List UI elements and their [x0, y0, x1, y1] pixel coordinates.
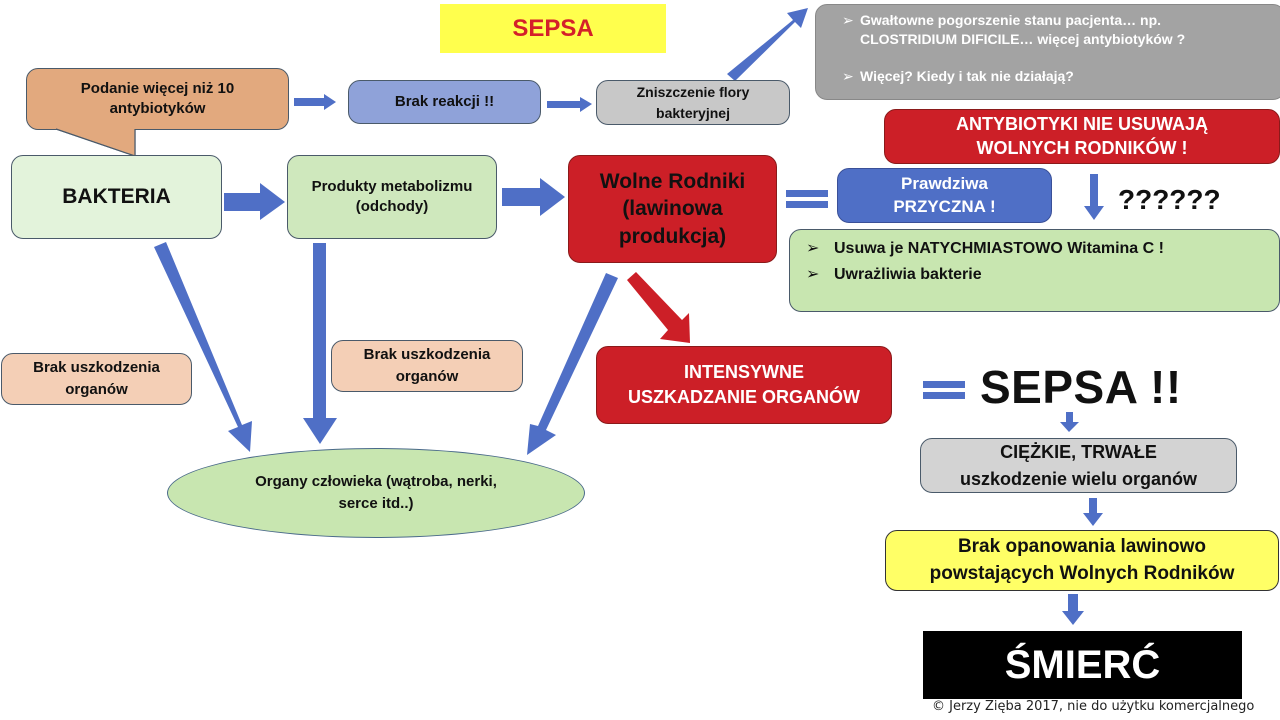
- list-item-text: CLOSTRIDIUM DIFICILE… więcej antybiotykó…: [860, 30, 1186, 47]
- node-bakteria: BAKTERIA: [11, 155, 222, 239]
- node-text: INTENSYWNE: [683, 361, 804, 382]
- arrow-down-to-green-list: [1084, 174, 1104, 220]
- list-item-text: Gwałtowne pogorszenie stanu pacjenta… np…: [860, 12, 1162, 28]
- arrow-ciezkie-to-brak-opanowania: [1083, 498, 1103, 526]
- node-text: bakteryjnej: [656, 104, 730, 121]
- node-text: (lawinowa: [622, 197, 723, 221]
- node-text: Prawdziwa: [901, 173, 988, 193]
- node-text: organów: [65, 381, 128, 398]
- node-text: WOLNYCH RODNIKÓW !: [976, 137, 1188, 158]
- arrow-bullet-icon: ➢: [806, 240, 820, 257]
- node-vitamin-c-list: ➢ Usuwa je NATYCHMIASTOWO Witamina C ! ➢…: [789, 229, 1280, 312]
- node-text: Wolne Rodniki: [599, 170, 746, 194]
- arrow-bullet-icon: ➢: [842, 12, 854, 28]
- node-intensywne-uszkadzanie: INTENSYWNE USZKADZANIE ORGANÓW: [596, 346, 892, 424]
- arrow-bakteria-to-organy: [154, 242, 252, 452]
- node-text: Organy człowieka (wątroba, nerki,: [255, 472, 497, 490]
- page-title: SEPSA: [440, 4, 666, 53]
- node-text: Brak reakcji !!: [394, 92, 495, 110]
- node-text: USZKADZANIE ORGANÓW: [628, 387, 860, 407]
- node-organy-czlowieka: Organy człowieka (wątroba, nerki, serce …: [167, 448, 585, 538]
- equals-sign-icon: [923, 381, 965, 399]
- node-antibiotics: Podanie więcej niż 10 antybiotyków: [26, 68, 289, 130]
- node-text: Produkty metabolizmu: [311, 177, 473, 195]
- list-item-text: Więcej? Kiedy i tak nie działają?: [860, 67, 1074, 84]
- arrow-bakteria-to-produkty: [224, 183, 285, 220]
- arrow-brak-opanowania-to-smierc: [1062, 594, 1084, 625]
- sepsa-heading: SEPSA !!: [980, 361, 1182, 413]
- arrow-produkty-to-wolne: [502, 178, 565, 216]
- node-text: Brak opanowania lawinowo: [957, 535, 1207, 557]
- node-ciezkie-uszkodzenie: CIĘŻKIE, TRWAŁE uszkodzenie wielu organó…: [920, 438, 1237, 493]
- node-brak-uszkodzenia-2: Brak uszkodzenia organów: [331, 340, 523, 392]
- node-text: (odchody): [355, 198, 429, 215]
- node-text: produkcja): [618, 224, 727, 248]
- node-text: ANTYBIOTYKI NIE USUWAJĄ: [955, 114, 1209, 135]
- arrow-produkty-to-organy: [303, 243, 337, 444]
- arrow-bullet-icon: ➢: [806, 265, 820, 283]
- question-marks: ??????: [1118, 184, 1221, 215]
- node-text: PRZYCZNA !: [893, 196, 996, 216]
- arrow-bullet-icon: ➢: [842, 67, 854, 84]
- node-text: CIĘŻKIE, TRWAŁE: [1000, 442, 1157, 463]
- node-text: powstających Wolnych Rodników: [929, 562, 1235, 584]
- node-brak-opanowania: Brak opanowania lawinowo powstających Wo…: [885, 530, 1279, 591]
- node-text: BAKTERIA: [62, 184, 171, 208]
- arrow-brak-reakcji-to-zniszczenie: [547, 97, 592, 112]
- callout-tail-cover: [56, 128, 136, 157]
- node-prawdziwa-przyczyna: Prawdziwa PRZYCZNA !: [837, 168, 1052, 223]
- node-antibiotics-warning: ANTYBIOTYKI NIE USUWAJĄ WOLNYCH RODNIKÓW…: [884, 109, 1280, 164]
- node-text: Podanie więcej niż 10: [80, 79, 235, 97]
- arrow-zniszczenie-to-gray-list: [727, 8, 808, 81]
- node-produkty-metabolizmu: Produkty metabolizmu (odchody): [287, 155, 497, 239]
- arrow-sepsa-to-ciezkie: [1060, 412, 1079, 432]
- node-text: Brak uszkodzenia: [33, 359, 160, 377]
- list-item-text: Usuwa je NATYCHMIASTOWO Witamina C !: [834, 240, 1164, 257]
- node-wolne-rodniki: Wolne Rodniki (lawinowa produkcja): [568, 155, 777, 263]
- node-brak-uszkodzenia-1: Brak uszkodzenia organów: [1, 353, 192, 405]
- node-text: serce itd..): [338, 495, 414, 512]
- node-text: organów: [395, 368, 459, 385]
- list-item-text: Uwrażliwia bakterie: [834, 265, 982, 283]
- node-text: Brak uszkodzenia: [363, 346, 491, 364]
- node-text: uszkodzenie wielu organów: [959, 468, 1198, 489]
- list-item: ➢ Usuwa je NATYCHMIASTOWO Witamina C !: [806, 236, 1164, 262]
- node-brak-reakcji: Brak reakcji !!: [348, 80, 541, 124]
- node-text: Zniszczenie flory: [636, 84, 750, 101]
- copyright-notice: © Jerzy Zięba 2017, nie do użytku komerc…: [932, 699, 1255, 714]
- node-smierc: ŚMIERĆ: [923, 631, 1242, 699]
- list-item: ➢ Gwałtowne pogorszenie stanu pacjenta… …: [842, 11, 1185, 49]
- arrow-antibiotics-to-brak-reakcji: [294, 94, 336, 110]
- arrow-wolne-to-intensywne: [627, 272, 690, 343]
- node-consequences-list: ➢ Gwałtowne pogorszenie stanu pacjenta… …: [815, 4, 1280, 100]
- list-item: ➢ Więcej? Kiedy i tak nie działają?: [842, 67, 1074, 86]
- list-item: ➢ Uwrażliwia bakterie: [806, 262, 982, 288]
- equals-sign-icon: [786, 190, 828, 208]
- node-zniszczenie-flory: Zniszczenie flory bakteryjnej: [596, 80, 790, 125]
- node-text: antybiotyków: [109, 100, 206, 117]
